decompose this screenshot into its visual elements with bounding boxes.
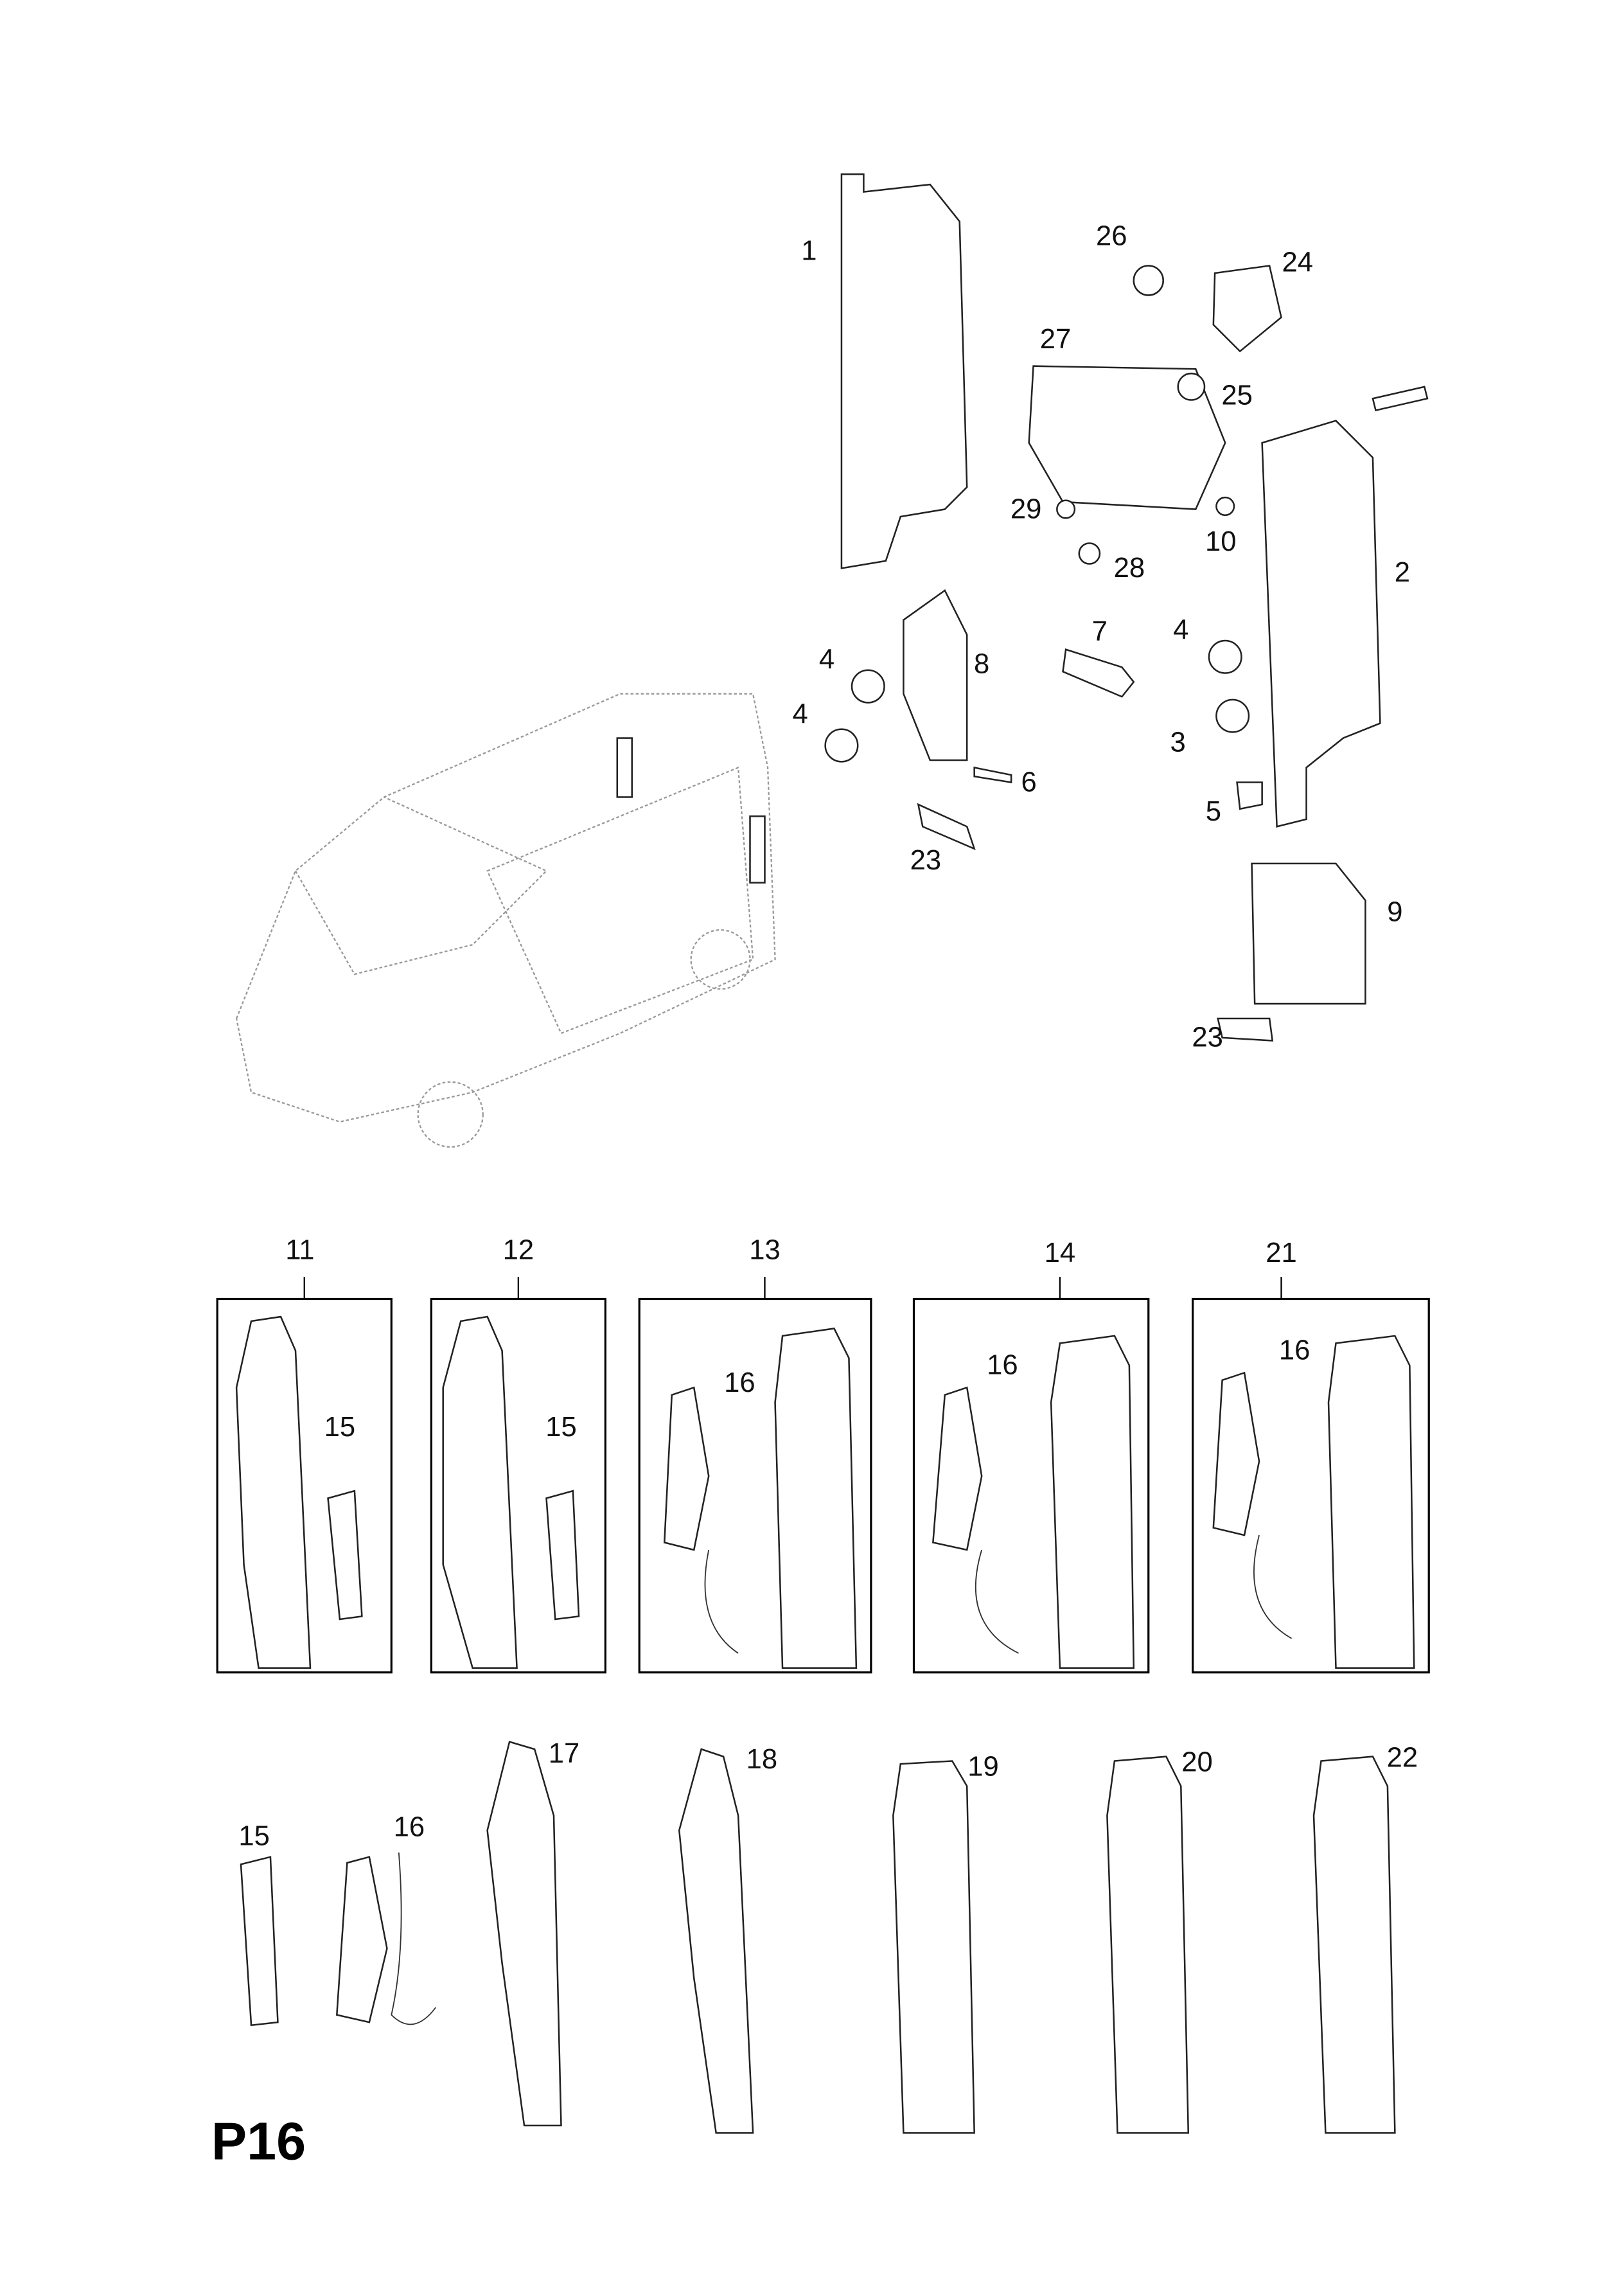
callout-18: 18 <box>746 1743 778 1775</box>
callout-15: 15 <box>545 1411 577 1443</box>
bottom-parts-row: 15 16 17 18 19 20 22 <box>238 1738 1418 2134</box>
callout-24: 24 <box>1282 247 1313 278</box>
callout-16: 16 <box>1279 1335 1311 1366</box>
callout-9: 9 <box>1387 896 1402 927</box>
callout-22: 22 <box>1387 1742 1418 1774</box>
nut-10 <box>1215 496 1235 516</box>
variant-group-boxes: 11 12 13 14 21 15 15 16 16 16 <box>216 1234 1430 1674</box>
callout-17: 17 <box>549 1738 580 1769</box>
callout-16: 16 <box>724 1367 755 1398</box>
callout-25: 25 <box>1221 379 1253 411</box>
callout-13: 13 <box>749 1234 781 1265</box>
callout-11: 11 <box>285 1234 314 1265</box>
bulb-4c <box>1208 639 1242 674</box>
group-box-13 <box>638 1297 872 1674</box>
tail-lamp-left-1 <box>840 173 968 569</box>
callout-29: 29 <box>1011 493 1042 524</box>
callout-8: 8 <box>974 648 989 680</box>
bulb-4a <box>851 669 885 704</box>
bulb-26 <box>1133 265 1164 296</box>
callout-20: 20 <box>1181 1747 1213 1778</box>
bulb-holder-7 <box>1062 648 1135 698</box>
callout-7: 7 <box>1092 616 1108 647</box>
tail-lamp-right-2 <box>1261 420 1381 828</box>
bulb-28 <box>1078 542 1101 565</box>
callout-6: 6 <box>1021 766 1037 797</box>
callout-4: 4 <box>1173 614 1188 646</box>
callout-3: 3 <box>1170 726 1186 758</box>
callout-27: 27 <box>1040 323 1072 355</box>
callout-23: 23 <box>910 844 942 876</box>
callout-16: 16 <box>987 1349 1018 1381</box>
lens-9 <box>1251 862 1366 1005</box>
callout-21: 21 <box>1266 1237 1297 1268</box>
page-code: P16 <box>211 2112 306 2171</box>
callout-1: 1 <box>801 235 816 266</box>
callout-5: 5 <box>1206 796 1221 827</box>
callout-19: 19 <box>967 1750 999 1782</box>
clip-5 <box>1236 781 1263 810</box>
high-brake-lamp-27 <box>1028 365 1226 510</box>
lamp-24 <box>1212 265 1282 353</box>
socket-25 <box>1177 372 1206 401</box>
screw <box>1372 386 1429 412</box>
bulb-3 <box>1215 698 1250 733</box>
callout-12: 12 <box>503 1234 534 1265</box>
callout-23: 23 <box>1192 1022 1223 1053</box>
callout-4: 4 <box>819 644 834 675</box>
callout-4: 4 <box>792 698 808 730</box>
callout-2: 2 <box>1395 556 1410 588</box>
callout-15: 15 <box>324 1411 356 1443</box>
group-box-21 <box>1192 1297 1430 1674</box>
clip-23b <box>1217 1017 1274 1042</box>
nut-29 <box>1056 499 1076 519</box>
van-illustration <box>235 693 776 1148</box>
callout-15: 15 <box>238 1820 270 1851</box>
bulb-4b <box>824 728 859 763</box>
callout-14: 14 <box>1045 1237 1076 1268</box>
callout-16: 16 <box>394 1811 425 1843</box>
callout-10: 10 <box>1205 526 1237 557</box>
bulb-holder-8 <box>903 589 968 761</box>
clip-23a <box>917 803 976 851</box>
callout-28: 28 <box>1114 552 1145 583</box>
group-box-14 <box>912 1297 1150 1674</box>
callout-26: 26 <box>1096 220 1127 251</box>
main-callouts: 1 26 24 27 25 29 10 28 2 4 8 7 4 4 3 6 5… <box>792 220 1410 1053</box>
screw-6 <box>973 766 1012 783</box>
